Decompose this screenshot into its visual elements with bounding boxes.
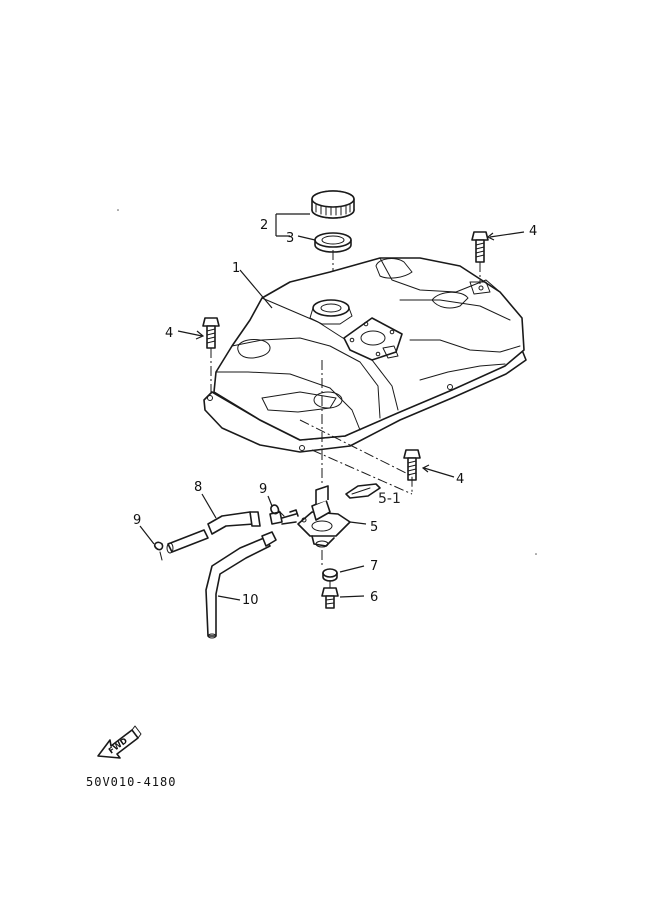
label-hose: 8 <box>194 480 202 495</box>
fuel-cock-part <box>281 485 351 548</box>
scan-dot <box>535 553 537 555</box>
label-washer: 7 <box>370 559 378 574</box>
fuel-tank-part <box>203 257 527 453</box>
leader-lines <box>139 213 525 601</box>
label-fuel-cock-plate: 5-1 <box>378 491 401 507</box>
bolt-top-right <box>471 231 489 284</box>
label-clip-upper: 9 <box>259 482 267 497</box>
label-cap: 2 <box>260 218 268 233</box>
label-clip-left: 9 <box>133 513 141 528</box>
fuel-cock-plate-part <box>345 483 381 499</box>
clip-upper-part <box>270 504 285 517</box>
scan-dot <box>117 209 119 211</box>
label-bolt-left: 4 <box>165 326 173 341</box>
clip-left-part <box>153 541 164 561</box>
washer-part <box>322 568 338 582</box>
label-bolt-top-right: 4 <box>529 224 537 239</box>
label-tank: 1 <box>232 261 240 276</box>
label-fuel-cock: 5 <box>370 520 378 535</box>
label-pipe: 10 <box>242 593 259 608</box>
bolt-left <box>202 317 220 396</box>
diagram-code: 50V010-4180 <box>86 775 176 789</box>
forward-arrow-icon: FWD <box>97 725 142 759</box>
pipe-part <box>205 531 277 639</box>
cock-bolt-part <box>321 587 339 609</box>
bolt-lower <box>403 449 421 481</box>
cock-center-line <box>321 360 331 588</box>
label-bolt-lower: 4 <box>456 472 464 487</box>
hose-part <box>166 511 283 554</box>
label-gasket: 3 <box>286 231 294 246</box>
gasket-part <box>314 232 352 253</box>
tank-cap-part <box>311 190 355 219</box>
label-cock-bolt: 6 <box>370 590 378 605</box>
